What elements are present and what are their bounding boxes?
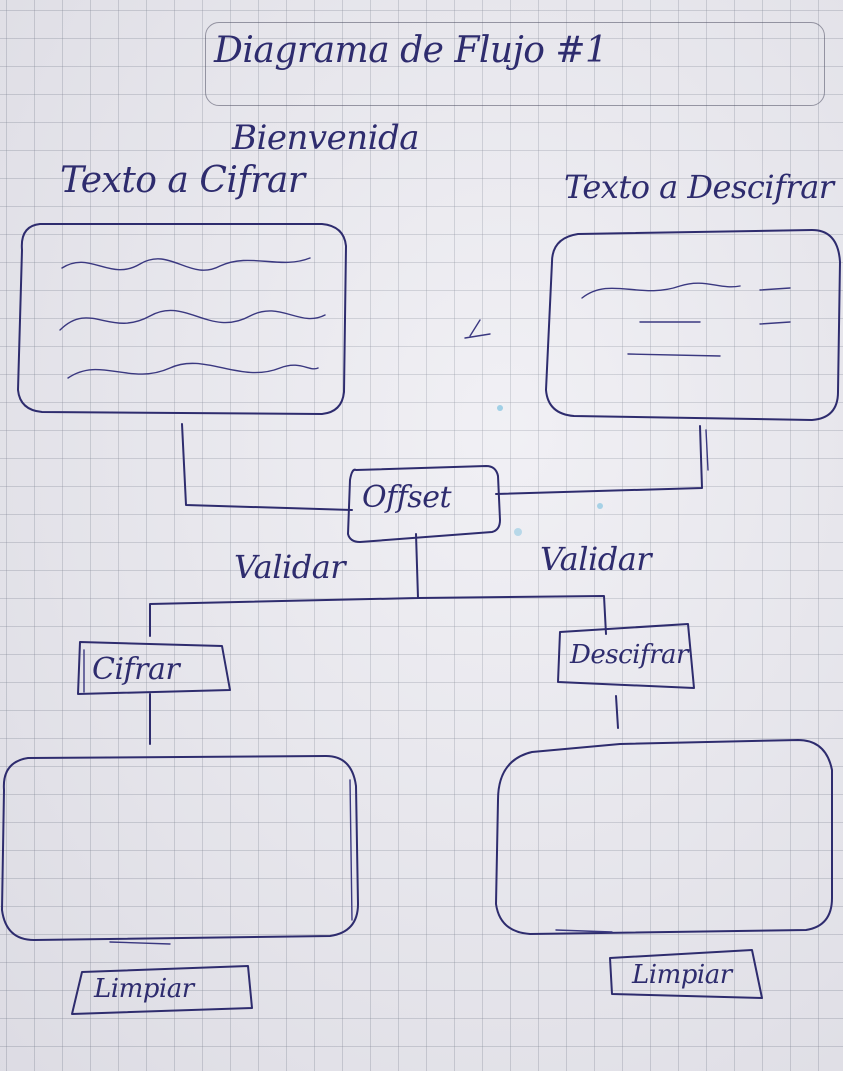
clear-right-box — [609, 949, 763, 999]
offset-label: Offset — [362, 480, 452, 515]
offset-box — [347, 465, 501, 543]
decipher-output-box — [495, 739, 833, 935]
clear-right-label[interactable]: Limpiar — [632, 960, 732, 990]
cipher-box — [77, 641, 231, 695]
diagram-title: Diagrama de Flujo #1 — [214, 30, 608, 71]
right-header: Texto a Descifrar — [564, 168, 834, 206]
cipher-button-label[interactable]: Cifrar — [92, 652, 180, 687]
clear-left-label[interactable]: Limpiar — [94, 974, 194, 1004]
decipher-button-label[interactable]: Descifrar — [570, 640, 688, 670]
welcome-label: Bienvenida — [232, 118, 420, 158]
cipher-input-box — [17, 223, 347, 415]
left-header: Texto a Cifrar — [60, 160, 305, 201]
validate-left-label: Validar — [234, 548, 346, 586]
clear-left-box — [71, 965, 253, 1015]
validate-right-label: Validar — [540, 540, 652, 578]
title-frame — [205, 22, 825, 106]
decipher-box — [557, 623, 695, 689]
decipher-input-box — [545, 229, 841, 421]
cipher-output-box — [1, 755, 359, 941]
